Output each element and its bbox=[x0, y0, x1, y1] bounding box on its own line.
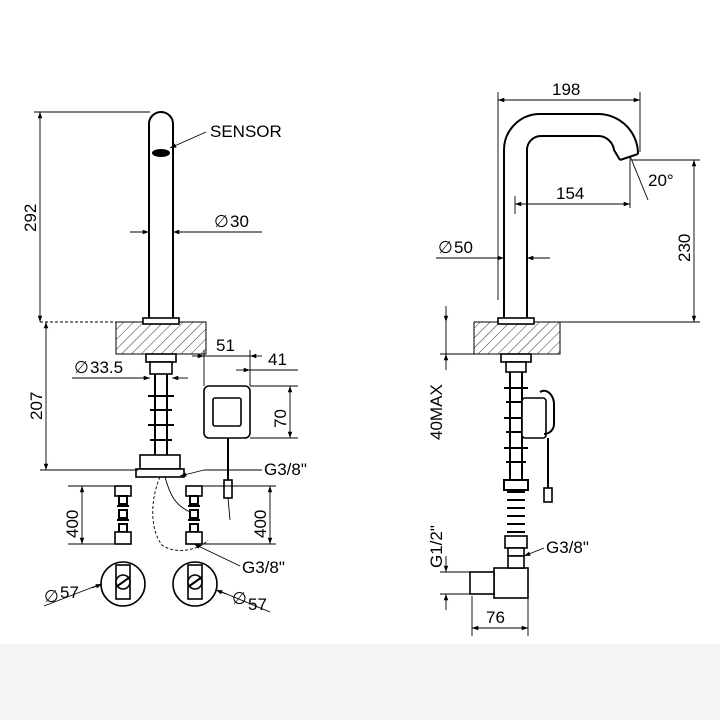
label-height-spout: 292 bbox=[21, 204, 40, 232]
label-thread-bottom: G3/8" bbox=[242, 558, 285, 577]
label-valve-width: 76 bbox=[486, 608, 505, 627]
dim-230: 230 bbox=[560, 159, 700, 323]
valve-side bbox=[469, 555, 529, 599]
label-dia-body: 50 bbox=[454, 238, 473, 257]
svg-text:∅: ∅ bbox=[74, 358, 89, 377]
dim-400-left: 400 bbox=[63, 485, 116, 545]
dim-dia-57-right: ∅ 57 bbox=[215, 589, 271, 614]
label-dia-base: 33.5 bbox=[90, 358, 123, 377]
dim-198: 198 bbox=[497, 80, 641, 300]
side-view: 198 20° 154 230 ∅ 50 bbox=[427, 80, 700, 636]
hose-left bbox=[114, 485, 132, 545]
dim-dia-50: ∅ 50 bbox=[436, 238, 550, 261]
label-thread-top: G3/8" bbox=[264, 460, 307, 479]
valve-left bbox=[100, 561, 146, 607]
dim-51: 51 bbox=[192, 336, 262, 386]
dim-207: 207 bbox=[27, 322, 138, 471]
label-box-width: 51 bbox=[216, 336, 235, 355]
hose-right bbox=[185, 485, 203, 545]
svg-text:∅: ∅ bbox=[232, 589, 247, 608]
dim-400-right: 400 bbox=[202, 485, 276, 545]
label-inlet-thread: G1/2" bbox=[427, 525, 446, 568]
callout-thread-bottom: G3/8" bbox=[193, 543, 285, 577]
label-angle: 20° bbox=[648, 171, 674, 190]
svg-text:∅: ∅ bbox=[214, 212, 229, 231]
dim-g1-2: G1/2" bbox=[427, 525, 470, 610]
dim-154: 154 bbox=[514, 184, 630, 214]
dim-dia-33-5: ∅ 33.5 bbox=[72, 358, 188, 381]
control-box bbox=[203, 385, 251, 521]
label-hose-right: 400 bbox=[251, 510, 270, 538]
dim-angle: 20° bbox=[629, 155, 674, 208]
valve-right bbox=[172, 561, 218, 607]
front-view: 292 207 SENSOR ∅ 30 ∅ 33.5 bbox=[21, 111, 307, 614]
dim-76: 76 bbox=[471, 596, 529, 636]
spout-side bbox=[497, 113, 639, 373]
label-height-outlet: 230 bbox=[675, 234, 694, 262]
dim-40max: 40MAX bbox=[427, 306, 474, 440]
label-valve-thread: G3/8" bbox=[546, 538, 589, 557]
sensor-callout: SENSOR bbox=[169, 122, 282, 149]
dim-dia-57-left: ∅ 57 bbox=[43, 583, 103, 607]
label-dia-valve-left: 57 bbox=[60, 583, 79, 602]
deck-counter-right bbox=[473, 321, 561, 355]
label-dia-valve-right: 57 bbox=[248, 595, 267, 614]
shank-front bbox=[135, 374, 185, 478]
label-reach-total: 198 bbox=[552, 80, 580, 99]
callout-thread-top: G3/8" bbox=[179, 460, 307, 479]
callout-valve-thread: G3/8" bbox=[523, 538, 589, 557]
dim-41: 41 bbox=[236, 350, 298, 373]
label-hose-left: 400 bbox=[63, 510, 82, 538]
label-reach-outlet: 154 bbox=[556, 184, 584, 203]
svg-text:∅: ∅ bbox=[44, 587, 59, 606]
spout-front bbox=[142, 111, 180, 375]
dim-292: 292 bbox=[21, 111, 150, 322]
label-deck-max: 40MAX bbox=[427, 384, 446, 440]
deck-counter-left bbox=[115, 321, 207, 355]
label-box-depth: 41 bbox=[268, 350, 287, 369]
shank-side bbox=[503, 372, 556, 557]
svg-text:∅: ∅ bbox=[438, 238, 453, 257]
label-below-deck: 207 bbox=[27, 392, 46, 420]
bottom-band bbox=[0, 644, 720, 720]
dim-70: 70 bbox=[250, 385, 298, 439]
label-box-height: 70 bbox=[271, 409, 290, 428]
dim-dia-30: ∅ 30 bbox=[130, 212, 262, 235]
label-sensor: SENSOR bbox=[210, 122, 282, 141]
label-dia-spout: 30 bbox=[230, 212, 249, 231]
